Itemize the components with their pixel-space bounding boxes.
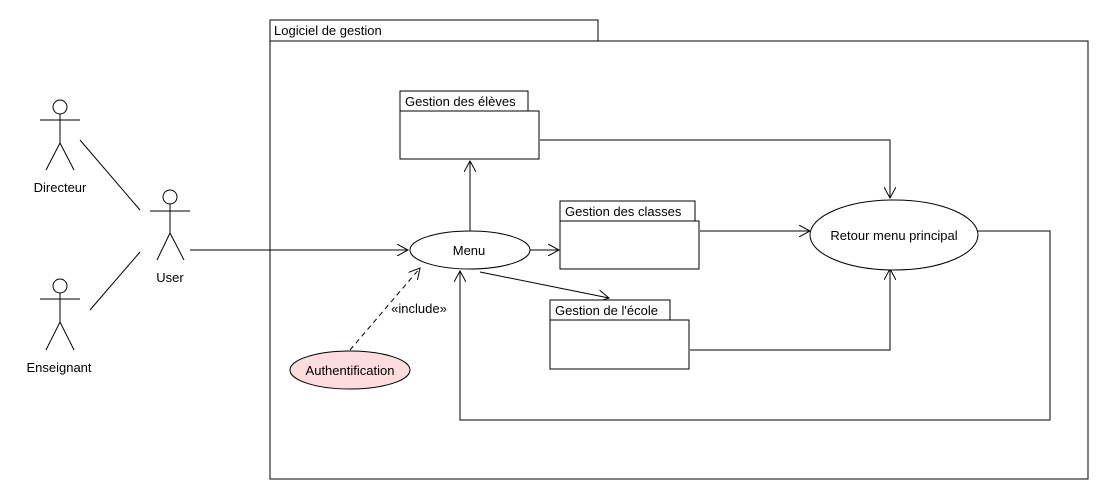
actor-leg-right xyxy=(59,142,75,171)
use-case-ellipse xyxy=(289,350,411,390)
relation-eleves-retour xyxy=(540,139,890,198)
relation-ecole-retour xyxy=(690,269,890,351)
actor-label-user: User xyxy=(156,270,184,285)
actor-head xyxy=(52,278,68,294)
package-gestion-eleves[interactable]: Gestion des élèves xyxy=(399,90,540,160)
package-label-ecole: Gestion de l'école xyxy=(555,303,658,318)
actor-leg-right xyxy=(169,232,185,261)
association-directeur-user xyxy=(79,139,141,211)
use-case-label-authentification: Authentification xyxy=(306,363,395,378)
relation-menu-ecole xyxy=(479,271,609,298)
package-gestion-classes[interactable]: Gestion des classes xyxy=(559,200,700,270)
use-case-label-menu: Menu xyxy=(453,243,486,258)
actor-directeur[interactable]: Directeur xyxy=(34,99,87,195)
actor-enseignant[interactable]: Enseignant xyxy=(26,278,92,375)
actor-label-directeur: Directeur xyxy=(34,180,87,195)
actor-leg-left xyxy=(156,232,171,261)
use-case-ellipse xyxy=(809,199,979,271)
use-case-menu[interactable]: Menu xyxy=(409,230,531,270)
actor-leg-left xyxy=(45,321,61,351)
actor-leg-left xyxy=(45,142,61,171)
system-title: Logiciel de gestion xyxy=(274,23,382,38)
package-body xyxy=(549,319,690,370)
actor-leg-right xyxy=(59,321,75,351)
use-case-authentification[interactable]: Authentification xyxy=(289,350,411,390)
package-body xyxy=(399,110,540,160)
package-body xyxy=(559,220,700,270)
package-label-classes: Gestion des classes xyxy=(565,204,682,219)
use-case-label-retour: Retour menu principal xyxy=(830,228,957,243)
relation-retour-menu xyxy=(460,230,1051,421)
include-label: «include» xyxy=(391,301,447,316)
association-enseignant-user xyxy=(89,251,141,311)
actor-user[interactable]: User xyxy=(150,189,190,285)
use-case-retour-menu-principal[interactable]: Retour menu principal xyxy=(809,199,979,271)
actor-head xyxy=(162,189,178,205)
package-gestion-ecole[interactable]: Gestion de l'école xyxy=(549,299,690,370)
package-label-eleves: Gestion des élèves xyxy=(405,94,516,109)
actor-label-enseignant: Enseignant xyxy=(26,360,91,375)
actor-head xyxy=(52,99,68,115)
